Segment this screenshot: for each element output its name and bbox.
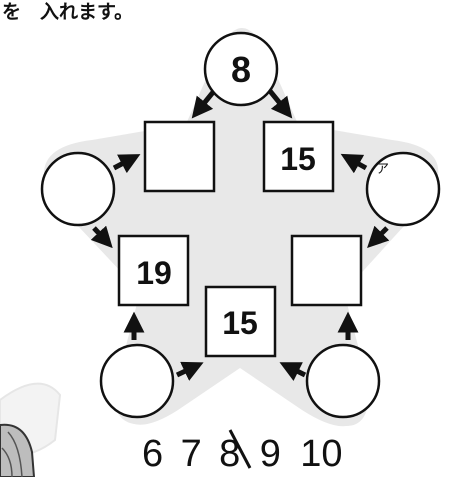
circle-top-value: 8	[231, 49, 251, 90]
cross-out-mark	[225, 424, 255, 474]
number-choice: 9	[260, 432, 290, 476]
circle-bottom-right[interactable]	[307, 345, 379, 417]
circle-bottom-left[interactable]	[101, 345, 173, 417]
square-middle-left-value: 19	[136, 255, 172, 291]
square-upper-left[interactable]	[145, 122, 214, 191]
circle-right-marker: ア	[376, 162, 389, 177]
circle-left[interactable]	[42, 153, 114, 225]
number-choice: 7	[181, 432, 209, 476]
square-upper-right-value: 15	[280, 141, 316, 177]
square-middle-right[interactable]	[292, 236, 361, 305]
number-choice: 10	[300, 432, 342, 476]
number-choice: 6	[142, 432, 170, 476]
square-bottom-value: 15	[222, 305, 258, 341]
